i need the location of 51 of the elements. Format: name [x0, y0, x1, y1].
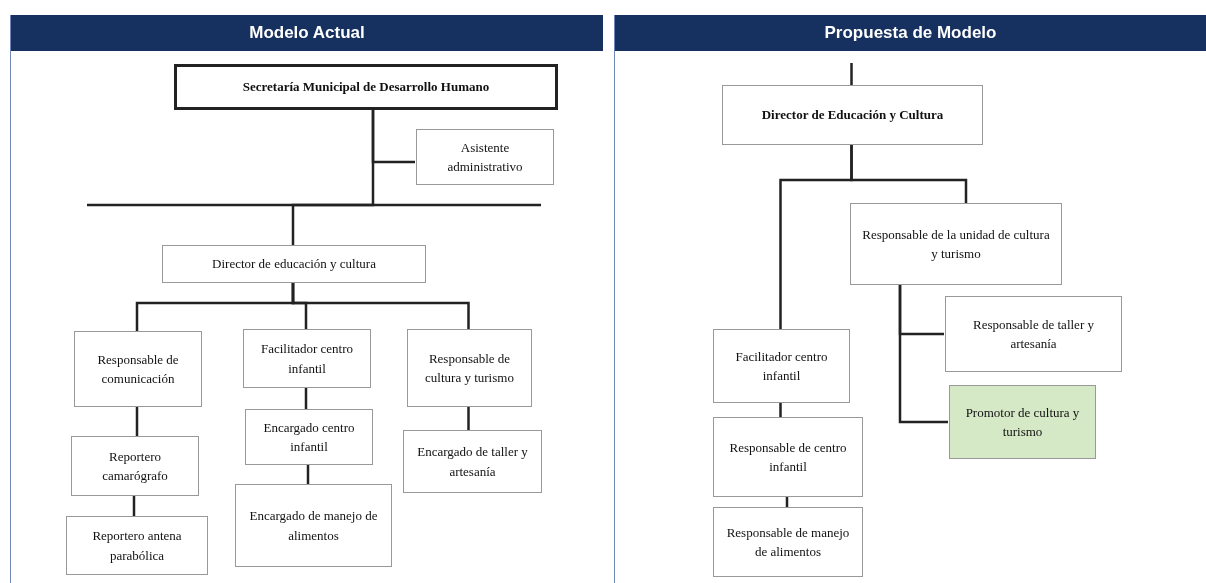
role-box — [713, 417, 863, 497]
connector-line — [291, 110, 375, 245]
connector-line — [306, 465, 310, 484]
role-box — [71, 436, 199, 496]
role-title: Responsable de la unidad de cultura y turismo — [861, 225, 1051, 263]
role-title: Reportero antena parabólica — [91, 527, 183, 565]
role-title: Facilitador centro infantil — [734, 347, 829, 385]
connector-line — [135, 407, 139, 436]
role-title: Encargado de taller y artesanía — [416, 443, 529, 481]
connector-line — [898, 285, 948, 424]
connector-line — [291, 283, 470, 329]
role-box — [243, 329, 371, 388]
role-box — [235, 484, 392, 567]
role-box — [174, 64, 558, 110]
role-title: Secretaría Municipal de Desarrollo Humano — [242, 78, 490, 97]
panel-heading: Propuesta de Modelo — [615, 15, 1206, 51]
role-title: Responsable de comunicación — [96, 350, 180, 388]
role-box — [713, 507, 863, 577]
role-title: Promotor de cultura y turismo — [964, 403, 1081, 441]
role-title: Director de educación y cultura — [212, 255, 376, 274]
role-box — [245, 409, 373, 465]
role-box — [722, 85, 983, 145]
role-box — [162, 245, 426, 283]
connector-line — [779, 403, 782, 417]
role-title: Facilitador centro infantil — [259, 340, 355, 378]
role-box — [403, 430, 542, 493]
role-title: Responsable de taller y artesanía — [972, 315, 1095, 353]
role-box — [66, 516, 208, 575]
role-title: Reportero camarógrafo — [101, 447, 169, 485]
role-box — [713, 329, 850, 403]
role-title: Encargado de manejo de alimentos — [248, 507, 379, 545]
role-box — [74, 331, 202, 407]
panel-heading: Modelo Actual — [11, 15, 603, 51]
connector-line — [850, 63, 853, 85]
connector-line — [467, 407, 470, 430]
role-title: Encargado centro infantil — [262, 418, 356, 456]
role-title: Responsable de centro infantil — [728, 438, 848, 476]
role-title: Responsable de manejo de alimentos — [725, 523, 851, 561]
role-box — [416, 129, 554, 185]
role-title: Director de Educación y Cultura — [761, 106, 944, 125]
role-box — [850, 203, 1062, 285]
role-box — [945, 296, 1122, 372]
connector-line — [304, 388, 308, 409]
chart-panel — [10, 15, 603, 583]
role-box — [407, 329, 532, 407]
role-title: Asistente administrativo — [446, 138, 524, 176]
connector-line — [850, 145, 968, 203]
role-title: Responsable de cultura y turismo — [424, 349, 515, 387]
connector-line — [132, 496, 136, 516]
role-box — [949, 385, 1096, 459]
chart-panel — [614, 15, 1206, 583]
